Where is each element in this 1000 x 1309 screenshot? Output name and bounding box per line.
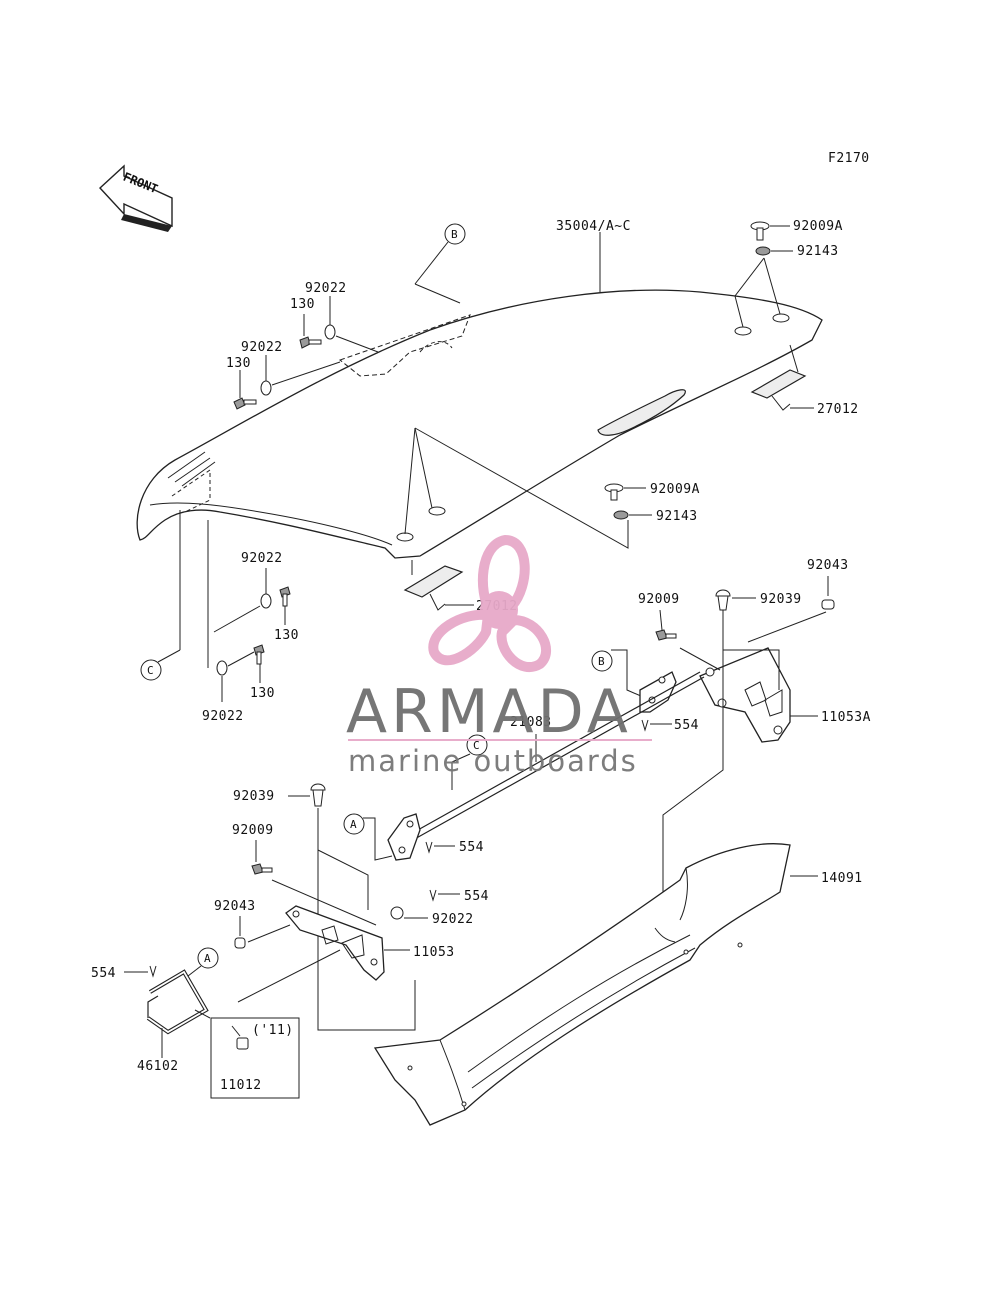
label-92022-d: 92022 [202,709,244,724]
nut-92143-mid-icon [613,510,629,520]
label-92009-right: 92009 [638,592,680,607]
rivet-92039-right-icon [715,589,731,611]
watermark-brand: ARMADA [346,677,632,747]
pin-92043-left-icon [234,937,246,949]
callout-B-right: B [591,650,613,672]
bracket-27012-center [403,565,464,611]
pin-554-low-icon [429,889,437,902]
screw-92009A-top-icon [750,221,770,241]
rivet-92039-left-icon [310,783,326,807]
bolt-130-a-icon [299,336,322,349]
bolt-130-d-icon [253,644,265,665]
pin-92043-right-icon [821,599,835,610]
washer-92022-d-icon [216,660,228,676]
label-92039-right: 92039 [760,592,802,607]
label-92009A-top: 92009A [793,219,843,234]
label-14091: 14091 [821,871,863,886]
label-year-note: ('11) [252,1023,294,1038]
svg-text:A: A [204,952,211,965]
washer-92022-a-icon [324,324,336,340]
bolt-92009-left-icon [251,863,273,875]
label-130-b: 130 [226,356,251,371]
svg-text:A: A [350,818,357,831]
label-21083: 21083 [510,715,552,730]
watermark-tagline: marine outboards [348,744,638,778]
svg-text:B: B [598,655,605,668]
handle-46102 [146,969,209,1035]
bolt-130-c-icon [279,586,291,607]
panel-14091 [373,843,791,1126]
pin-554-right-icon [641,719,649,732]
label-92043-left: 92043 [214,899,256,914]
screw-92009A-mid-icon [604,483,624,501]
rod-bracket-right [639,671,677,713]
label-92043-right: 92043 [807,558,849,573]
svg-text:C: C [473,739,480,752]
bracket-27012-right [750,369,807,411]
label-92143-mid: 92143 [656,509,698,524]
figure-code: F2170 [828,151,870,166]
label-11012: 11012 [220,1078,262,1093]
label-92039-left: 92039 [233,789,275,804]
label-554-right: 554 [674,718,699,733]
callout-A-left: A [197,947,219,969]
label-35004: 35004/A~C [556,219,631,234]
label-92009A-mid: 92009A [650,482,700,497]
label-92022-a: 92022 [305,281,347,296]
label-92022-c: 92022 [241,551,283,566]
bolt-92009-right-icon [655,629,677,641]
label-554-left: 554 [91,966,116,981]
pin-554-left-icon [149,965,157,978]
washer-92022-low-icon [390,906,404,920]
label-92022-low: 92022 [432,912,474,927]
label-11053A: 11053A [821,710,871,725]
callout-A-mid: A [343,813,365,835]
label-92022-b: 92022 [241,340,283,355]
cap-11012-box: ('11) 11012 [210,1017,300,1099]
label-554-mid: 554 [459,840,484,855]
label-130-a: 130 [290,297,315,312]
bracket-11053 [285,905,385,981]
rod-21083 [399,671,705,846]
label-130-c: 130 [274,628,299,643]
nut-92143-top-icon [755,246,771,256]
label-92143-top: 92143 [797,244,839,259]
propeller-logo-icon [428,535,551,672]
cover-35004 [136,289,823,559]
callout-B-top: B [444,223,466,245]
front-arrow-icon: FRONT [99,164,173,232]
bracket-11053A [699,647,791,743]
washer-92022-b-icon [260,380,272,396]
callout-C-left: C [140,659,162,681]
label-46102: 46102 [137,1059,179,1074]
label-554-low: 554 [464,889,489,904]
watermark: ARMADA marine outboards [346,535,652,778]
washer-92022-c-icon [260,593,272,609]
label-11053: 11053 [413,945,455,960]
label-92009-left: 92009 [232,823,274,838]
svg-text:B: B [451,228,458,241]
rod-bracket-left [387,813,421,861]
label-27012-right: 27012 [817,402,859,417]
svg-text:C: C [147,664,154,677]
pin-554-mid-icon [425,841,433,854]
bolt-130-b-icon [233,397,257,410]
label-130-d: 130 [250,686,275,701]
